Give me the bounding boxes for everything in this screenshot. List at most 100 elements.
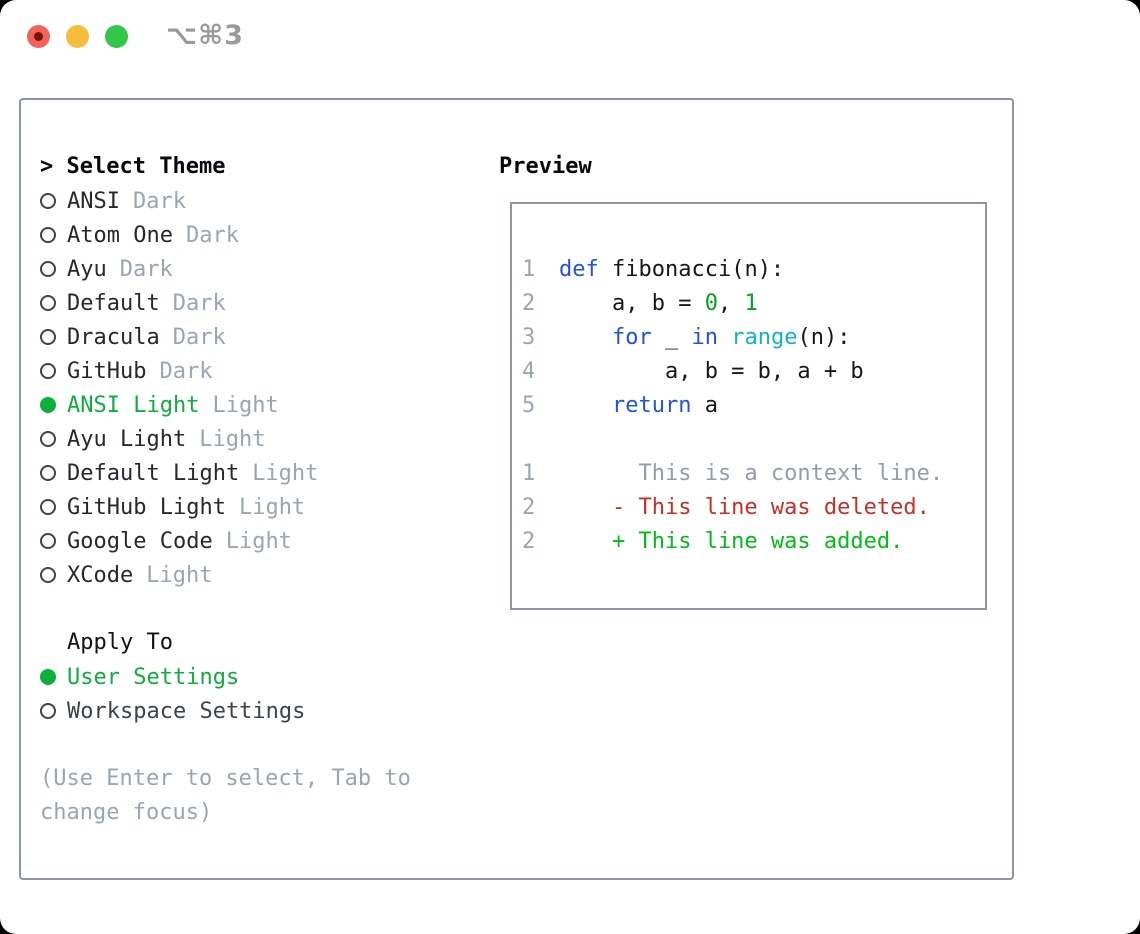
- code-token: [559, 393, 612, 418]
- diff-text: - This line was deleted.: [559, 495, 930, 520]
- code-token: _: [651, 325, 692, 350]
- theme-variant-badge: Dark: [119, 256, 173, 282]
- radio-selected-icon: [40, 669, 56, 685]
- code-line: 1 def fibonacci(n):: [522, 253, 985, 287]
- line-number: 1: [522, 461, 536, 486]
- code-token: ,: [717, 291, 745, 316]
- theme-variant-badge: Dark: [172, 324, 226, 350]
- theme-variant-badge: Dark: [172, 290, 226, 316]
- code-text: return a: [559, 389, 718, 423]
- line-number: 1: [522, 257, 536, 282]
- theme-option-ansi[interactable]: ANSI Dark: [40, 184, 485, 218]
- theme-name: Ayu Light: [67, 426, 187, 452]
- radio-unselected-icon: [40, 227, 56, 243]
- code-token: [559, 325, 612, 350]
- line-number: 2: [522, 291, 536, 316]
- theme-name: Default Light: [67, 460, 240, 486]
- theme-variant-badge: Dark: [185, 222, 239, 248]
- theme-name: Default: [67, 290, 160, 316]
- code-token: (n):: [797, 325, 851, 350]
- diff-line-deleted: 2 - This line was deleted.: [522, 491, 985, 525]
- theme-option-atom-one[interactable]: Atom One Dark: [40, 218, 485, 252]
- radio-unselected-icon: [40, 499, 56, 515]
- theme-name: XCode: [67, 562, 134, 588]
- theme-name: GitHub: [67, 358, 147, 384]
- line-number: 2: [522, 529, 536, 554]
- code-text: a, b = b, a + b: [559, 355, 864, 389]
- code-token: for: [611, 325, 652, 350]
- code-token: return: [611, 393, 692, 418]
- theme-variant-badge: Light: [252, 460, 319, 486]
- radio-unselected-icon: [40, 533, 56, 549]
- code-text: a, b = 0, 1: [559, 287, 758, 321]
- close-button[interactable]: [27, 25, 50, 48]
- code-text: def fibonacci(n):: [559, 253, 784, 287]
- line-number: 5: [522, 393, 536, 418]
- apply-option-label: User Settings: [67, 664, 240, 690]
- line-number: 4: [522, 359, 536, 384]
- focus-caret: >: [40, 154, 67, 179]
- apply-option-label: Workspace Settings: [67, 698, 306, 724]
- titlebar: ⌥⌘3: [0, 0, 1140, 72]
- diff-preview: 1 This is a context line.2 - This line w…: [522, 457, 985, 559]
- code-token: [718, 325, 731, 350]
- code-token: a: [691, 393, 718, 418]
- preview-title: Preview: [499, 154, 592, 179]
- diff-line-added: 2 + This line was added.: [522, 525, 985, 559]
- theme-variant-badge: Dark: [159, 358, 213, 384]
- radio-unselected-icon: [40, 329, 56, 345]
- code-line: 5 return a: [522, 389, 985, 423]
- radio-unselected-icon: [40, 193, 56, 209]
- line-number: 2: [522, 495, 536, 520]
- theme-name: Ayu: [67, 256, 107, 282]
- code-token: fibonacci(n):: [598, 257, 785, 282]
- theme-name: Atom One: [67, 222, 173, 248]
- apply-option-workspace-settings[interactable]: Workspace Settings: [40, 694, 485, 728]
- diff-text: This is a context line.: [559, 461, 944, 486]
- select-theme-title: > Select Theme: [40, 150, 485, 184]
- theme-option-ayu[interactable]: Ayu Dark: [40, 252, 485, 286]
- radio-unselected-icon: [40, 295, 56, 311]
- zoom-button[interactable]: [105, 25, 128, 48]
- theme-name: GitHub Light: [67, 494, 226, 520]
- code-line: 4 a, b = b, a + b: [522, 355, 985, 389]
- theme-variant-badge: Dark: [132, 188, 186, 214]
- theme-option-github[interactable]: GitHub Dark: [40, 354, 485, 388]
- line-number: 3: [522, 325, 536, 350]
- diff-line-context: 1 This is a context line.: [522, 457, 985, 491]
- window-shortcut-label: ⌥⌘3: [166, 20, 244, 51]
- code-token: a, b = b, a + b: [559, 359, 864, 384]
- theme-variant-badge: Light: [212, 392, 279, 418]
- radio-unselected-icon: [40, 567, 56, 583]
- code-token: 1: [744, 291, 758, 316]
- radio-unselected-icon: [40, 363, 56, 379]
- code-token: 0: [704, 291, 718, 316]
- code-token: a, b =: [559, 291, 705, 316]
- apply-to-title: Apply To: [67, 630, 173, 655]
- theme-option-default-light[interactable]: Default Light Light: [40, 456, 485, 490]
- code-line: 2 a, b = 0, 1: [522, 287, 985, 321]
- diff-text: + This line was added.: [559, 529, 904, 554]
- theme-name: ANSI: [67, 188, 120, 214]
- radio-unselected-icon: [40, 465, 56, 481]
- apply-option-user-settings[interactable]: User Settings: [40, 660, 485, 694]
- select-theme-title-label: Select Theme: [66, 154, 226, 179]
- radio-selected-icon: [40, 397, 56, 413]
- minimize-button[interactable]: [66, 25, 89, 48]
- theme-option-default[interactable]: Default Dark: [40, 286, 485, 320]
- code-token: range: [731, 325, 798, 350]
- theme-variant-badge: Light: [225, 528, 292, 554]
